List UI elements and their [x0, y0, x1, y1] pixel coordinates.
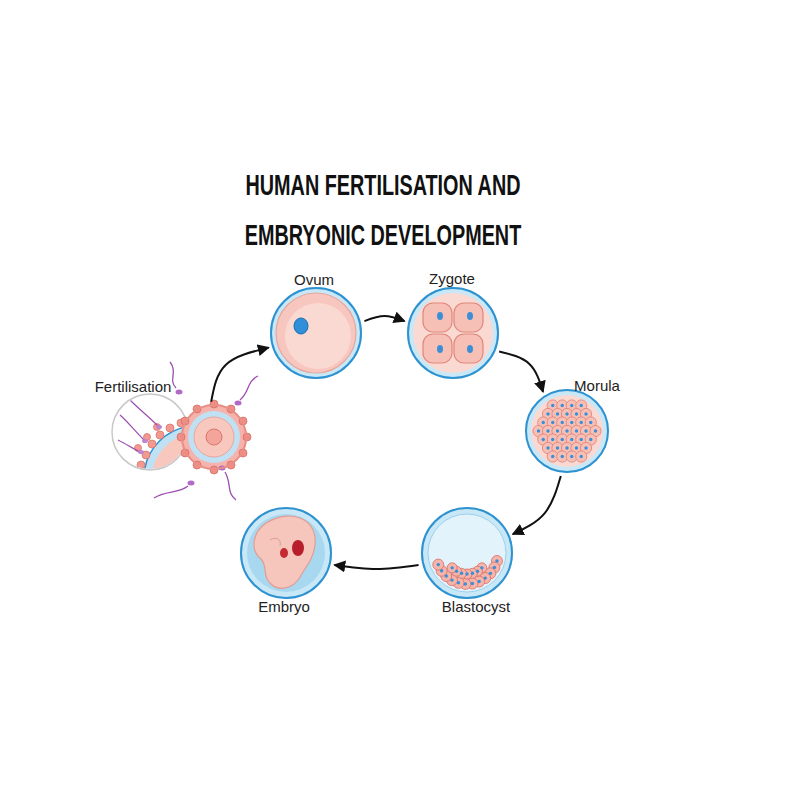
flow-arrow	[364, 316, 404, 321]
circle-outline	[525, 389, 609, 473]
stage-circle: Blastocyst	[421, 507, 513, 599]
stage-label: Morula	[574, 377, 620, 394]
circle-outline	[270, 287, 362, 379]
stage-circle: Zygote	[407, 287, 499, 379]
blastocyst-illustration	[421, 507, 513, 599]
stage-circle: Morula	[525, 389, 609, 473]
circle-outline	[407, 287, 499, 379]
stage-label: Blastocyst	[442, 598, 510, 615]
morula-illustration	[525, 389, 609, 473]
circle-outline	[240, 507, 332, 599]
magnifier-illustration	[112, 394, 248, 530]
flow-arrow	[499, 351, 543, 391]
stage-circle: Ovum	[270, 287, 362, 379]
fertilisation-circle: Fertilisation	[181, 404, 247, 470]
stage-label: Embryo	[258, 598, 310, 615]
ovum-illustration	[270, 287, 362, 379]
diagram-title: HUMAN FERTILISATION AND EMBRYONIC DEVELO…	[211, 160, 554, 260]
stage-label: Zygote	[429, 270, 475, 287]
stage-label: Fertilisation	[95, 378, 172, 395]
stage-circle: Embryo	[240, 507, 332, 599]
zygote-illustration	[407, 287, 499, 379]
flow-arrow	[211, 348, 268, 402]
circle-outline	[421, 507, 513, 599]
stage-label: Ovum	[294, 271, 334, 288]
flow-arrow	[513, 476, 561, 534]
embryo-illustration	[240, 507, 332, 599]
circle-outline	[181, 404, 247, 470]
flow-arrow	[334, 565, 418, 569]
